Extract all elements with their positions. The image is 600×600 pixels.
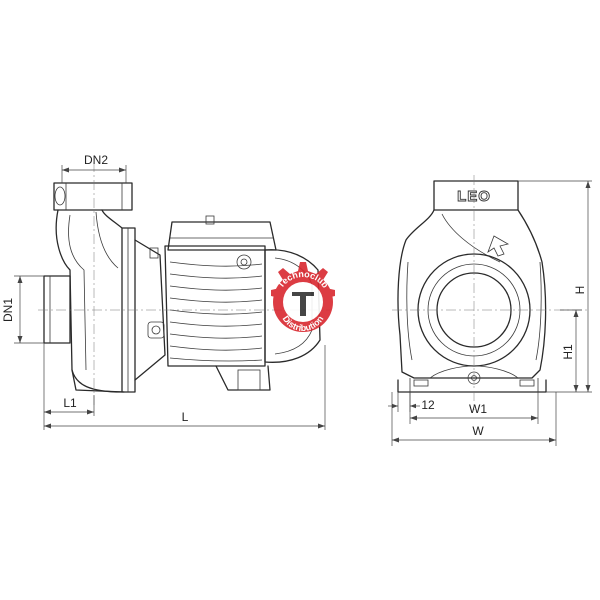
svg-text:Distribution: Distribution	[281, 314, 326, 333]
motor-cooling-fins	[169, 261, 263, 362]
label-h1: H1	[561, 344, 575, 360]
pump-logo-text: LEO	[457, 188, 491, 205]
label-dn2: DN2	[84, 153, 108, 167]
label-l: L	[182, 410, 189, 424]
label-12: 12	[421, 398, 435, 412]
label-l1: L1	[63, 396, 77, 410]
dimension-dn2: DN2	[61, 153, 127, 183]
label-w: W	[472, 424, 484, 438]
dimension-w1: W1	[409, 392, 539, 424]
dimension-l: L	[44, 345, 326, 430]
technoclub-mark-icon	[292, 292, 314, 316]
dimension-h1: H1	[560, 309, 582, 392]
front-view: LEO	[392, 175, 590, 410]
dimension-w: W	[391, 392, 557, 446]
dimension-h: H	[518, 180, 592, 393]
side-view	[38, 162, 330, 405]
watermark-logo: Technoclub Distribution	[271, 262, 335, 333]
dimension-dn1: DN1	[1, 275, 44, 344]
label-dn1: DN1	[1, 298, 15, 322]
label-w1: W1	[469, 402, 487, 416]
dimension-l1: L1	[43, 343, 95, 430]
watermark-bottom-text: Distribution	[281, 314, 326, 333]
dimension-12: 12	[388, 392, 435, 412]
label-h: H	[573, 286, 587, 295]
